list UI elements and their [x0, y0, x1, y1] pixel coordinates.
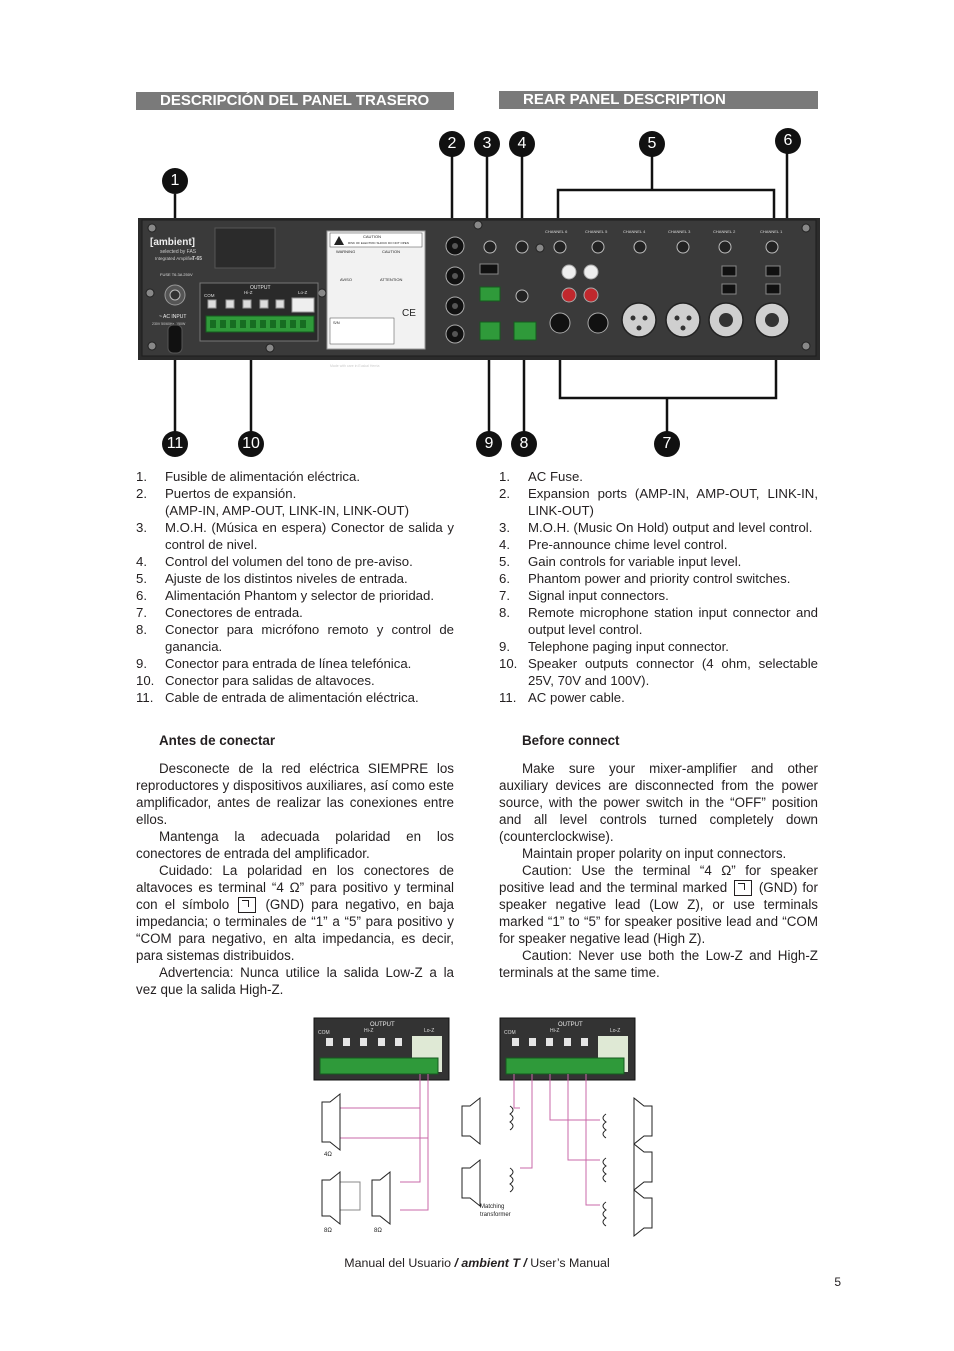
list-item: 3.M.O.H. (Música en espera) Conector de …: [136, 520, 454, 552]
paragraph: Advertencia: Nunca utilice la salida Low…: [136, 965, 454, 998]
svg-text:OUTPUT: OUTPUT: [370, 1022, 395, 1028]
svg-text:CHANNEL 1: CHANNEL 1: [760, 229, 783, 234]
page-footer: Manual del Usuario / ambient T / User’s …: [0, 1256, 954, 1270]
svg-text:Integrated Amplifier: Integrated Amplifier: [155, 256, 194, 261]
svg-text:Lo-Z: Lo-Z: [298, 290, 308, 295]
callout-5: 5: [639, 131, 665, 157]
list-item: 9.Conector para entrada de línea telefón…: [136, 656, 412, 671]
list-item: 6.Phantom power and priority control swi…: [499, 571, 791, 586]
callout-2: 2: [439, 131, 465, 157]
svg-text:COM: COM: [318, 1030, 330, 1036]
svg-text:CHANNEL 5: CHANNEL 5: [585, 229, 608, 234]
list-item: 5.Ajuste de los distintos niveles de ent…: [136, 571, 408, 586]
before-connect-text-es: Desconecte de la red eléctrica SIEMPRE l…: [136, 760, 454, 998]
paragraph: Make sure your mixer-amplifier and other…: [499, 761, 818, 844]
list-item: 9.Telephone paging input connector.: [499, 639, 729, 654]
svg-text:AVISO: AVISO: [340, 277, 352, 282]
svg-text:S/N: S/N: [333, 320, 340, 325]
svg-text:transformer: transformer: [480, 1212, 511, 1218]
list-item: 5.Gain controls for variable input level…: [499, 554, 742, 569]
svg-text:[ambient]: [ambient]: [150, 237, 195, 248]
before-connect-text-en: Make sure your mixer-amplifier and other…: [499, 760, 818, 981]
list-item: 1.AC Fuse.: [499, 469, 583, 484]
callout-6: 6: [775, 128, 801, 154]
before-connect-title-es: Antes de conectar: [159, 733, 276, 748]
svg-text:RISK OF ELECTRIC SHOCK DO NOT: RISK OF ELECTRIC SHOCK DO NOT OPEN: [348, 241, 409, 245]
svg-text:OUTPUT: OUTPUT: [558, 1022, 583, 1028]
callout-7: 7: [654, 431, 680, 457]
section-header-en: REAR PANEL DESCRIPTION: [499, 91, 818, 109]
paragraph: Cuidado: La polaridad en los conectores …: [136, 863, 454, 964]
paragraph: Desconecte de la red eléctrica SIEMPRE l…: [136, 761, 454, 827]
svg-text:CHANNEL 2: CHANNEL 2: [713, 229, 736, 234]
svg-text:CAUTION: CAUTION: [382, 249, 400, 254]
list-item: 4.Pre-announce chime level control.: [499, 537, 728, 552]
paragraph: Caution: Never use both the Low-Z and Hi…: [499, 948, 818, 981]
paragraph: Maintain proper polarity on input connec…: [522, 846, 787, 861]
svg-text:~ AC INPUT: ~ AC INPUT: [159, 314, 186, 320]
section-header-es: DESCRIPCIÓN DEL PANEL TRASERO: [136, 92, 454, 110]
list-item: 2.Puertos de expansión.(AMP-IN, AMP-OUT,…: [136, 486, 409, 518]
list-item: 7.Signal input connectors.: [499, 588, 669, 603]
list-item: 2.Expansion ports (AMP-IN, AMP-OUT, LINK…: [499, 486, 818, 518]
svg-text:selected by FAS: selected by FAS: [160, 249, 197, 255]
svg-text:FUSE T6.3A 250V: FUSE T6.3A 250V: [160, 272, 193, 277]
svg-text:CHANNEL 4: CHANNEL 4: [623, 229, 646, 234]
callout-4: 4: [509, 131, 535, 157]
list-item: 7.Conectores de entrada.: [136, 605, 303, 620]
svg-text:Lo-Z: Lo-Z: [610, 1028, 620, 1034]
paragraph: Mantenga la adecuada polaridad en los co…: [136, 829, 454, 861]
footer-right: User’s Manual: [530, 1256, 610, 1270]
ground-symbol-icon: [733, 880, 752, 897]
svg-text:Matching: Matching: [480, 1204, 504, 1210]
svg-text:CHANNEL 6: CHANNEL 6: [545, 229, 568, 234]
svg-text:230V 50/60Hz, 150W: 230V 50/60Hz, 150W: [152, 322, 186, 326]
list-item: 4.Control del volumen del tono de pre-av…: [136, 554, 413, 569]
svg-text:Hi-Z: Hi-Z: [550, 1028, 559, 1034]
svg-text:OUTPUT: OUTPUT: [250, 285, 271, 291]
footer-title: / ambient T /: [454, 1256, 527, 1270]
list-item: 11.AC power cable.: [499, 690, 625, 705]
list-item: 11.Cable de entrada de alimentación eléc…: [136, 690, 419, 705]
svg-text:COM: COM: [504, 1030, 516, 1036]
ground-symbol-icon: [238, 897, 257, 914]
svg-text:Hi-Z: Hi-Z: [364, 1028, 373, 1034]
list-item: 8.Conector para micrófono remoto y contr…: [136, 622, 454, 654]
component-list-en: 1.AC Fuse. 2.Expansion ports (AMP-IN, AM…: [499, 468, 818, 706]
svg-text:COM: COM: [204, 293, 215, 298]
list-item: 6.Alimentación Phantom y selector de pri…: [136, 588, 435, 603]
svg-text:Made with care in Euskal Herri: Made with care in Euskal Herria: [330, 364, 379, 368]
footer-left: Manual del Usuario: [344, 1256, 452, 1270]
list-item: 8.Remote microphone station input connec…: [499, 605, 818, 637]
callout-10: 10: [238, 431, 264, 457]
callout-11: 11: [162, 431, 188, 457]
svg-text:4Ω: 4Ω: [324, 1152, 332, 1158]
svg-text:8Ω: 8Ω: [374, 1228, 382, 1234]
list-item: 10.Conector para salidas de altavoces.: [136, 673, 375, 688]
svg-text:Hi-Z: Hi-Z: [244, 290, 253, 295]
list-item: 1.Fusible de alimentación eléctrica.: [136, 469, 360, 484]
svg-text:CAUTION: CAUTION: [363, 234, 381, 239]
paragraph: Caution: Use the terminal “4 Ω” for spea…: [499, 863, 818, 947]
svg-text:WARNING: WARNING: [336, 249, 355, 254]
svg-text:Lo-Z: Lo-Z: [424, 1028, 434, 1034]
list-item: 3.M.O.H. (Music On Hold) output and leve…: [499, 520, 813, 535]
svg-text:8Ω: 8Ω: [324, 1228, 332, 1234]
wiring-diagram: OUTPUT COM Hi-Z Lo-Z OUTPUT COM Hi-Z Lo-…: [313, 1017, 653, 1238]
svg-text:T-65: T-65: [192, 256, 202, 262]
page-number: 5: [834, 1275, 841, 1289]
rear-panel-diagram: [ambient] selected by FAS Integrated Amp…: [138, 152, 820, 432]
list-item: 10.Speaker outputs connector (4 ohm, sel…: [499, 656, 818, 688]
callout-3: 3: [474, 131, 500, 157]
callout-8: 8: [511, 431, 537, 457]
svg-text:CHANNEL 3: CHANNEL 3: [668, 229, 691, 234]
svg-text:ATTENTION: ATTENTION: [380, 277, 402, 282]
before-connect-title-en: Before connect: [522, 733, 620, 748]
svg-text:CE: CE: [402, 308, 416, 319]
callout-9: 9: [476, 431, 502, 457]
callout-1: 1: [162, 168, 188, 194]
component-list-es: 1.Fusible de alimentación eléctrica. 2.P…: [136, 468, 454, 706]
